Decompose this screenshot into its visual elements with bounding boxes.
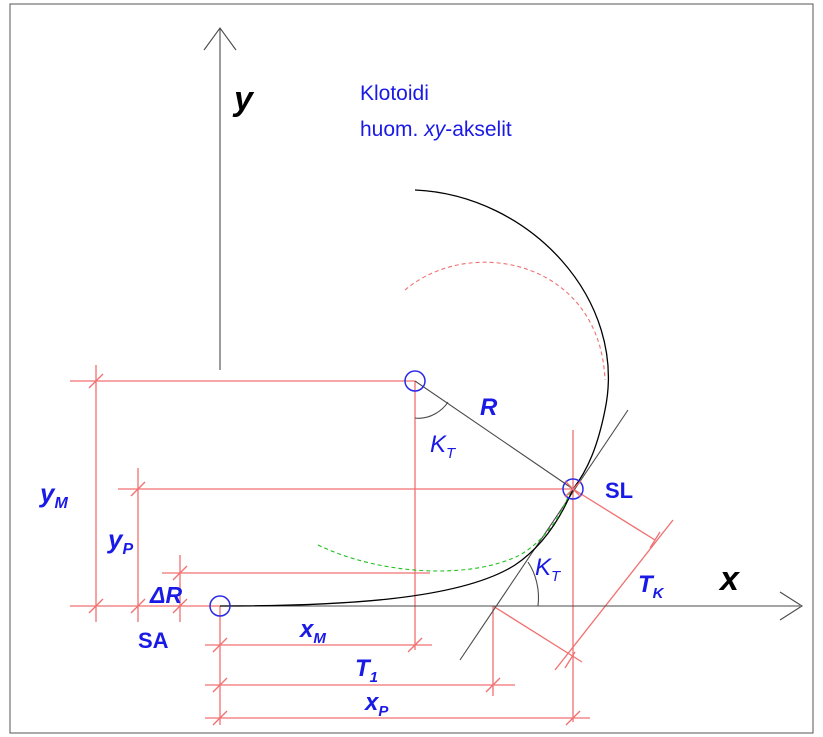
tick [564,651,576,669]
deltaR-label: ΔR [149,582,182,608]
xP-label-sub: P [378,703,389,720]
radius-line [414,380,574,490]
x-axis-arrow [779,591,804,621]
ext-line-tk-base [492,605,583,663]
circle-center-marker [404,370,426,392]
angle-arc-tangent [527,561,540,607]
yM-label: yM [38,478,68,512]
angle-arc-center [414,401,449,419]
title-line-1: Klotoidi [360,82,429,105]
T1-label: T1 [355,655,378,686]
tick [212,677,228,693]
tick [172,598,188,614]
angle-label-tangent-main: K [535,554,552,581]
TK-label: TK [638,571,665,602]
clothoid-curve [219,488,574,607]
sl-point-marker [562,478,584,500]
title-line-2-suffix: -akselit [445,118,512,141]
circular-arc [414,189,610,490]
dim-line-TK [554,519,674,671]
xM-label-main: x [298,616,315,643]
curves [219,189,610,607]
y-axis-arrow [203,27,237,51]
TK-label-sub: K [653,585,665,602]
yP-label-main: y [106,524,124,554]
tick [88,598,104,614]
normal-line [572,488,656,541]
angle-label-tangent: KT [535,554,562,585]
radius-label: R [480,394,498,421]
T1-label-main: T [355,655,372,682]
frame [9,3,814,734]
xP-label-main: x [363,689,380,716]
yM-label-sub: M [54,495,68,512]
angle-label-center-main: K [430,431,447,458]
tick [212,710,228,726]
clothoid-extension-dashed [317,491,571,572]
angle-label-center: KT [430,431,457,462]
sa-label: SA [138,628,169,653]
sa-point-marker [209,595,231,617]
tick-marks [88,373,661,726]
tick [130,481,146,497]
tick [565,710,581,726]
xM-label: xM [298,616,326,647]
TK-label-main: T [638,571,655,598]
xP-label: xP [363,689,389,720]
yP-label-sub: P [122,541,133,558]
sl-label: SL [605,478,633,503]
tick [212,637,228,653]
T1-label-sub: 1 [370,669,378,686]
tick [172,565,188,581]
dimension-lines [70,365,674,725]
xM-label-sub: M [313,630,326,647]
tick [407,637,423,653]
points [209,370,584,617]
title-line-2-axes: xy [423,118,447,141]
sl-point-cross [564,480,582,498]
tick [485,677,501,693]
title-line-2: huom. xy-akselit [360,118,512,141]
y-axis-label: y [232,80,255,118]
tick [130,598,146,614]
yP-label: yP [106,524,133,558]
angle-label-tangent-sub: T [551,568,562,585]
yM-label-main: y [38,478,56,508]
title-line-2-prefix: huom. [360,118,424,141]
tick [649,531,661,549]
angle-label-center-sub: T [446,445,457,462]
tick [88,373,104,389]
x-axis-label: x [718,560,741,598]
shifted-arc-dashed [404,261,606,381]
